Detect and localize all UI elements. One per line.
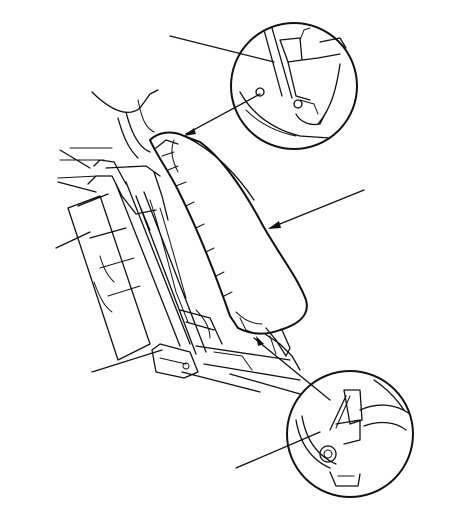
seat-back-panel [67,159,161,361]
seat-rail [151,331,301,395]
upper-detail-inset [230,22,358,150]
upper-detail-leader [185,93,261,135]
callout-leaders [55,35,365,469]
vehicle-body-contours [57,89,159,179]
cushion-leader [269,189,365,229]
left-leader-2 [57,181,97,193]
top-left-leader [169,35,275,63]
lower-left-leader [91,349,163,373]
upper-arrowhead [184,128,196,136]
left-leader-1 [59,149,91,169]
seat-frame [115,171,223,355]
lower-detail-leader [253,337,331,401]
lower-detail-inset [286,370,414,498]
lower-arrowhead [256,336,264,346]
left-leader-3 [55,231,91,249]
bottom-leader [235,431,321,469]
cushion-arrowhead [268,221,281,229]
seat-cushion [149,131,308,357]
